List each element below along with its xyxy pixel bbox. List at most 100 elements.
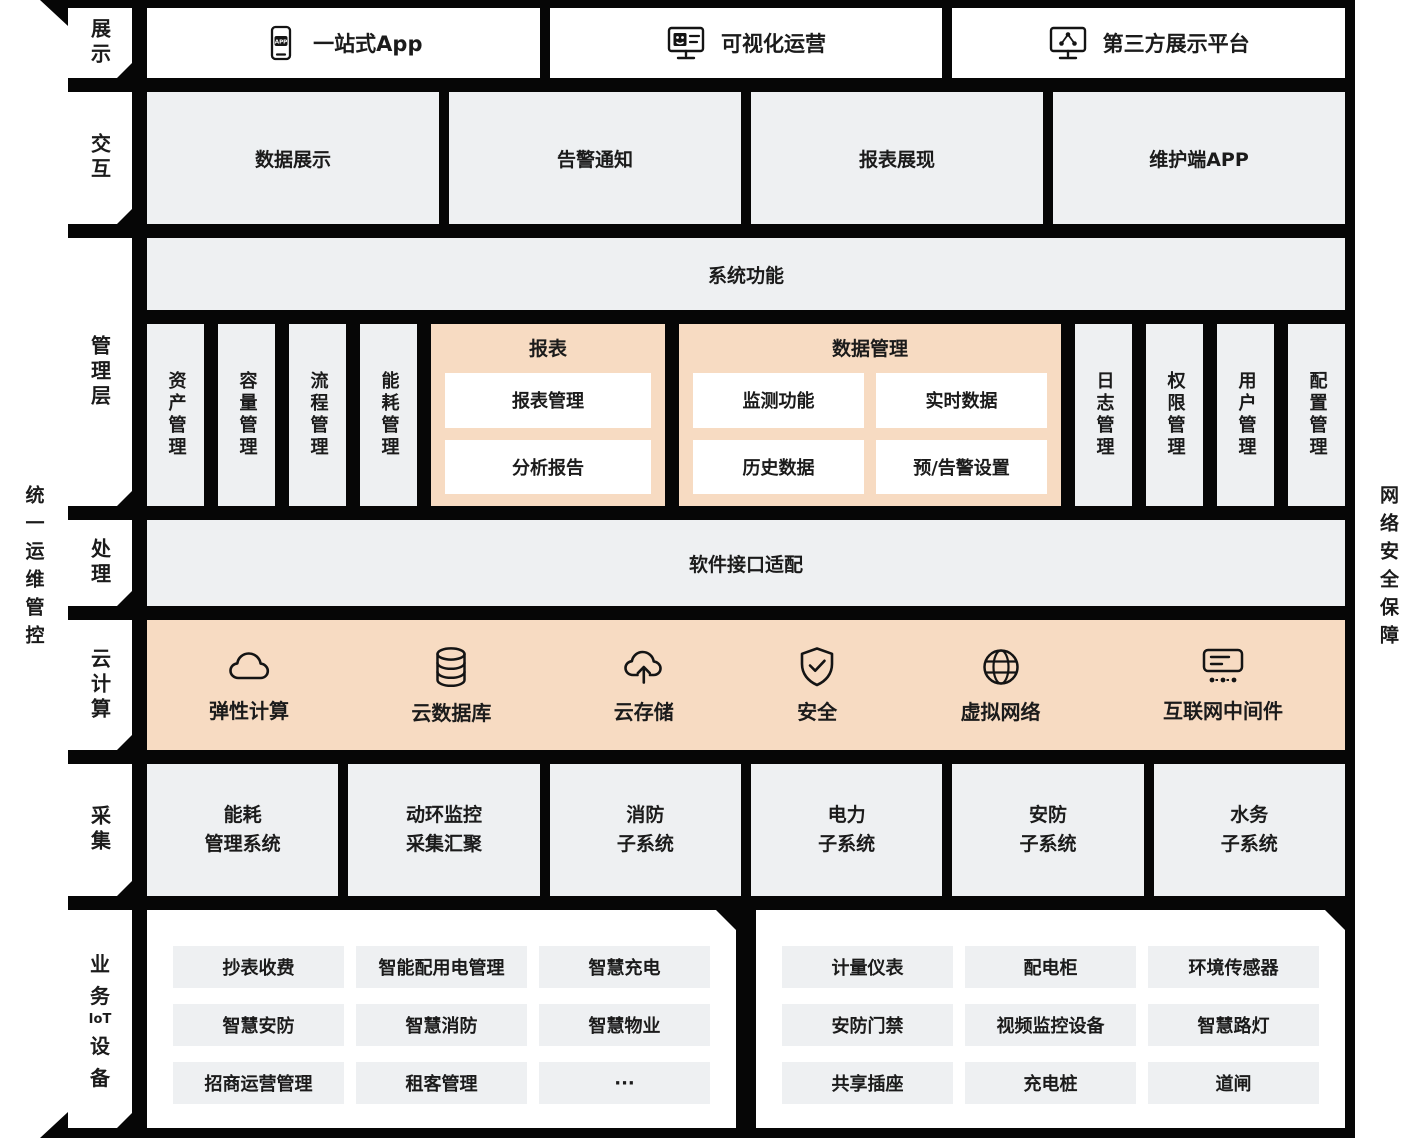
report-group: 报表 报表管理 分析报告 (431, 324, 665, 506)
right-side-banner-label: 网络安全保障 (1377, 485, 1399, 653)
display-item-third-party: 第三方展示平台 (952, 8, 1346, 78)
interaction-item-maintenance-app: 维护端APP (1053, 92, 1345, 224)
right-side-banner: 网络安全保障 (1355, 0, 1422, 1138)
software-interface-adapter: 软件接口适配 (147, 520, 1345, 606)
device-item-smart-fire: 智慧消防 (356, 1004, 527, 1046)
cloud-item-label: 云数据库 (411, 701, 492, 725)
row-label-cloud: 云计算 (68, 620, 132, 750)
cloud-item-cloud-storage: 云存储 (614, 645, 674, 725)
collection-row-content: 能耗 管理系统 动环监控 采集汇聚 消防 子系统 电力 子系统 安防 子系统 水… (147, 764, 1345, 896)
display-row: 展示 APP 一站式App (68, 8, 1346, 78)
row-label-collection-text: 采集 (87, 805, 112, 855)
devices-label-char: 务 (89, 983, 110, 1008)
display-row-content: APP 一站式App (147, 8, 1346, 78)
mgmt-col-process: 流程管理 (289, 324, 346, 506)
device-item-more: ··· (539, 1062, 710, 1104)
left-side-banner: 统一运维管控 (0, 0, 68, 1138)
mgmt-col-capacity-label: 容量管理 (236, 371, 258, 459)
shield-check-icon (796, 645, 838, 689)
row-label-devices-text: 业 务 IoT 设 备 (89, 948, 112, 1091)
row-label-devices: 业 务 IoT 设 备 (68, 910, 132, 1128)
collection-item-line: 子系统 (818, 833, 876, 855)
cloud-row: 云计算 弹性计算 (68, 620, 1345, 750)
device-item-shared-socket: 共享插座 (782, 1062, 953, 1104)
mgmt-col-config: 配置管理 (1288, 324, 1345, 506)
mgmt-col-config-label: 配置管理 (1306, 371, 1328, 459)
data-management-group-title: 数据管理 (831, 338, 908, 360)
mgmt-col-user: 用户管理 (1217, 324, 1274, 506)
cloud-item-cloud-database: 云数据库 (411, 644, 491, 726)
device-item-tenant-management: 租客管理 (356, 1062, 527, 1104)
device-item-smart-property: 智慧物业 (539, 1004, 710, 1046)
row-label-collection: 采集 (68, 764, 132, 896)
row-label-cloud-text: 云计算 (87, 647, 112, 723)
processing-row: 处理 软件接口适配 (68, 520, 1345, 606)
processing-row-content: 软件接口适配 (147, 520, 1345, 606)
cloud-item-internet-middleware: 互联网中间件 (1163, 646, 1283, 724)
devices-row: 业 务 IoT 设 备 抄表收费 智能配用电管理 智慧充电 智慧安防 智慧消防 … (68, 910, 1345, 1128)
data-management-group: 数据管理 监测功能 实时数据 历史数据 预/告警设置 (679, 324, 1061, 506)
interaction-row-content: 数据展示 告警通知 报表展现 维护端APP (147, 92, 1345, 224)
display-item-visual-ops: 可视化运营 (549, 8, 943, 78)
management-row: 管理层 系统功能 资产管理 容量管理 流程管理 能耗管理 报表 报表管理 分析报… (68, 238, 1345, 506)
management-body: 资产管理 容量管理 流程管理 能耗管理 报表 报表管理 分析报告 数据管理 (147, 324, 1345, 506)
app-icon: APP (264, 25, 298, 61)
collection-item-fire-subsystem: 消防 子系统 (549, 764, 741, 896)
collection-item-line: 子系统 (1220, 833, 1278, 855)
report-item-analysis-report: 分析报告 (445, 439, 651, 494)
device-item-metering-instrument: 计量仪表 (782, 946, 953, 988)
mgmt-col-permission-label: 权限管理 (1164, 371, 1186, 459)
collection-item-line: 管理系统 (204, 833, 281, 855)
data-management-items: 监测功能 实时数据 历史数据 预/告警设置 (693, 373, 1047, 494)
svg-text:APP: APP (275, 40, 288, 46)
mgmt-col-permission: 权限管理 (1146, 324, 1203, 506)
mgmt-col-energy: 能耗管理 (360, 324, 417, 506)
iot-device-panel: 计量仪表 配电柜 环境传感器 安防门禁 视频监控设备 智慧路灯 共享插座 充电桩… (756, 910, 1345, 1128)
collection-item-power-subsystem: 电力 子系统 (750, 764, 943, 896)
device-item-smart-streetlight: 智慧路灯 (1148, 1004, 1319, 1046)
row-label-interaction-text: 交互 (87, 133, 112, 183)
database-icon (430, 644, 472, 690)
row-label-display: 展示 (68, 8, 132, 78)
interaction-row: 交互 数据展示 告警通知 报表展现 维护端APP (68, 92, 1345, 224)
device-item-smart-charging: 智慧充电 (539, 946, 710, 988)
mgmt-col-log-label: 日志管理 (1093, 371, 1115, 459)
business-panel: 抄表收费 智能配用电管理 智慧充电 智慧安防 智慧消防 智慧物业 招商运营管理 … (147, 910, 736, 1128)
report-group-title: 报表 (528, 338, 567, 360)
display-item-label: 一站式App (313, 32, 423, 56)
collection-item-line: 消防 (626, 803, 665, 826)
cloud-item-security: 安全 (796, 645, 838, 725)
display-item-label: 可视化运营 (721, 32, 826, 56)
third-party-platform-icon (1048, 25, 1088, 61)
interaction-item-alarm-notify: 告警通知 (449, 92, 741, 224)
globe-icon (979, 645, 1023, 689)
data-item-history: 历史数据 (693, 439, 864, 494)
collection-item-energy-system: 能耗 管理系统 (147, 764, 339, 896)
mgmt-col-asset-label: 资产管理 (165, 371, 187, 459)
cloud-item-label: 虚拟网络 (960, 700, 1041, 724)
device-item-environment-sensor: 环境传感器 (1148, 946, 1319, 988)
architecture-diagram: 展示 APP 一站式App (68, 0, 1355, 1138)
cloud-item-label: 弹性计算 (209, 699, 289, 723)
device-item-video-surveillance: 视频监控设备 (965, 1004, 1136, 1046)
middleware-icon (1199, 646, 1247, 688)
device-item-meter-billing: 抄表收费 (173, 946, 344, 988)
device-item-barrier-gate: 道闸 (1148, 1062, 1319, 1104)
collection-item-line: 子系统 (1019, 833, 1077, 855)
cloud-item-label: 云存储 (613, 700, 674, 724)
collection-item-water-subsystem: 水务 子系统 (1153, 764, 1345, 896)
device-item-access-control: 安防门禁 (782, 1004, 953, 1046)
collection-row: 采集 能耗 管理系统 动环监控 采集汇聚 消防 子系统 电力 子系统 安防 子系… (68, 764, 1345, 896)
row-label-display-text: 展示 (87, 18, 112, 68)
row-label-management-text: 管理层 (87, 334, 112, 410)
mgmt-col-user-label: 用户管理 (1235, 371, 1257, 459)
device-item-distribution-cabinet: 配电柜 (965, 946, 1136, 988)
devices-row-content: 抄表收费 智能配用电管理 智慧充电 智慧安防 智慧消防 智慧物业 招商运营管理 … (147, 910, 1345, 1128)
cloud-services-strip: 弹性计算 云数据库 (147, 620, 1345, 750)
device-item-charging-pile: 充电桩 (965, 1062, 1136, 1104)
cloud-item-elastic-compute: 弹性计算 (209, 646, 289, 724)
display-item-label: 第三方展示平台 (1102, 32, 1250, 56)
collection-item-line: 能耗 (223, 803, 262, 826)
management-row-content: 系统功能 资产管理 容量管理 流程管理 能耗管理 报表 报表管理 分析报告 (147, 238, 1345, 506)
cloud-item-label: 安全 (797, 700, 838, 724)
